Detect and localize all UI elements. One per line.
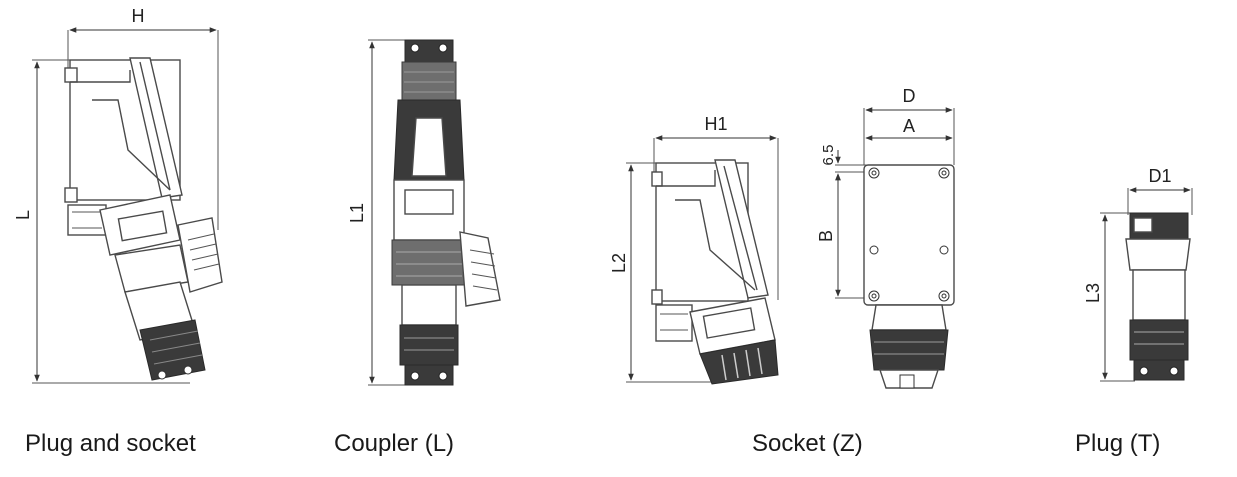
coupler-drawing: L1: [347, 39, 501, 386]
caption-coupler: Coupler (L): [334, 430, 455, 457]
dim-label-L: L: [13, 210, 33, 220]
dim-label-L2: L2: [609, 253, 629, 273]
dim-label-D1: D1: [1148, 166, 1171, 186]
caption-socket: Socket (Z): [752, 430, 863, 457]
socket-side-drawing: H1 L2: [609, 114, 779, 385]
dim-label-D: D: [903, 86, 916, 106]
dim-label-L3: L3: [1083, 283, 1103, 303]
dim-label-A: A: [903, 116, 915, 136]
dim-label-H: H: [132, 6, 145, 26]
caption-plug-and-socket: Plug and socket: [25, 430, 196, 457]
dim-label-6-5: 6.5: [820, 145, 837, 166]
plug-drawing: D1 L3: [1083, 166, 1193, 382]
socket-front-drawing: D A 6.5 B: [816, 86, 955, 389]
dim-label-L1: L1: [347, 203, 367, 223]
dim-label-H1: H1: [704, 114, 727, 134]
plug-and-socket-drawing: H L: [13, 6, 223, 384]
caption-plug: Plug (T): [1075, 430, 1161, 457]
dim-label-B: B: [816, 230, 836, 242]
